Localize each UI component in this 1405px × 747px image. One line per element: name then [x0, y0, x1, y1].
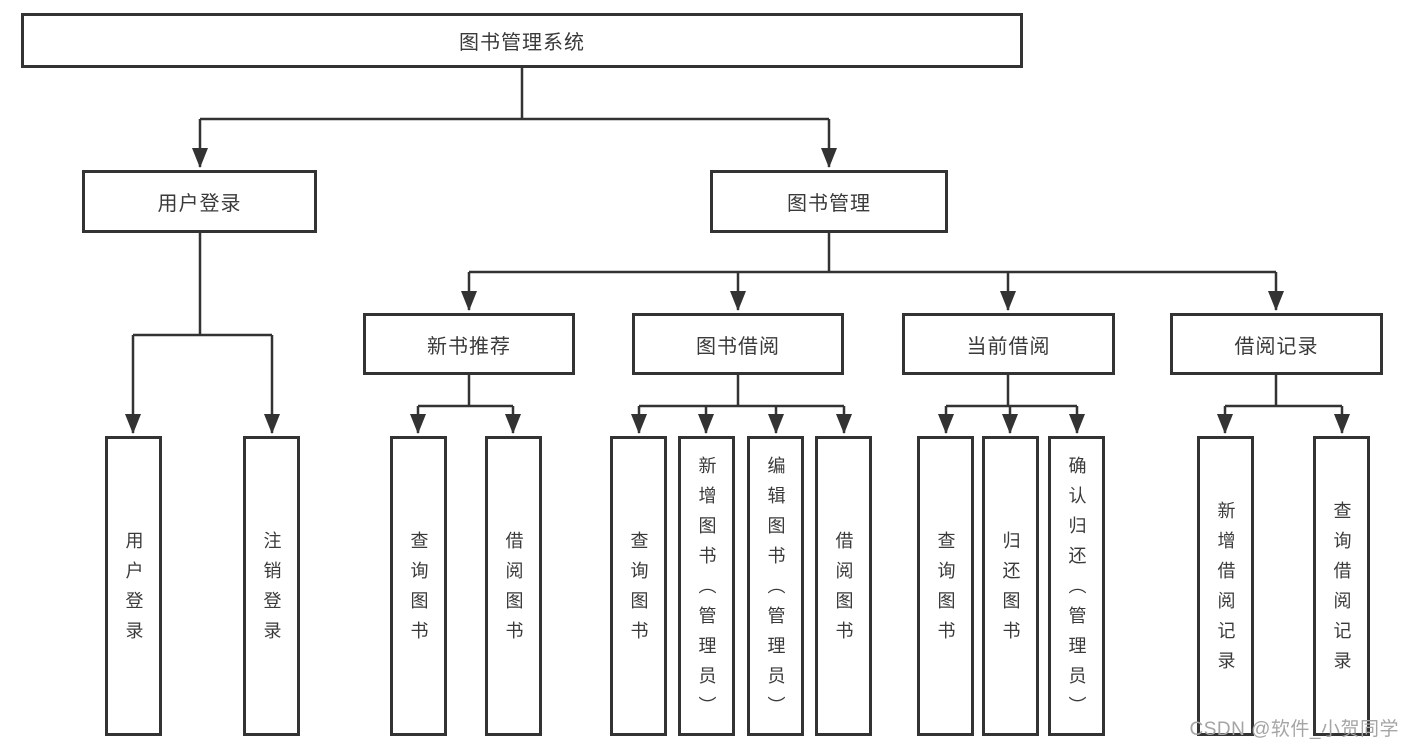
node-borrowing-records: 借阅记录 — [1170, 313, 1383, 375]
leaf-query-book-recommend: 查询图书 — [390, 436, 447, 736]
csdn-watermark: CSDN @软件_小贺同学 — [1189, 719, 1399, 740]
leaf-logout: 注销登录 — [243, 436, 300, 736]
leaf-add-book-admin: 新增图书（管理员） — [678, 436, 735, 736]
leaf-borrow-book-recommend: 借阅图书 — [485, 436, 542, 736]
node-new-book-recommend: 新书推荐 — [363, 313, 575, 375]
leaf-edit-book-admin: 编辑图书（管理员） — [747, 436, 804, 736]
leaf-borrow-book: 借阅图书 — [815, 436, 872, 736]
leaf-add-borrow-record: 新增借阅记录 — [1197, 436, 1254, 736]
leaf-user-login: 用户登录 — [105, 436, 162, 736]
node-book-management: 图书管理 — [710, 170, 948, 233]
node-current-borrowing: 当前借阅 — [902, 313, 1115, 375]
leaf-query-book-borrow: 查询图书 — [610, 436, 667, 736]
node-user-login: 用户登录 — [82, 170, 317, 233]
node-library-management-system: 图书管理系统 — [21, 13, 1023, 68]
leaf-confirm-return-admin: 确认归还（管理员） — [1048, 436, 1105, 736]
node-book-borrowing: 图书借阅 — [632, 313, 844, 375]
leaf-query-book-current: 查询图书 — [917, 436, 974, 736]
leaf-return-book: 归还图书 — [982, 436, 1039, 736]
leaf-query-borrow-record: 查询借阅记录 — [1313, 436, 1370, 736]
